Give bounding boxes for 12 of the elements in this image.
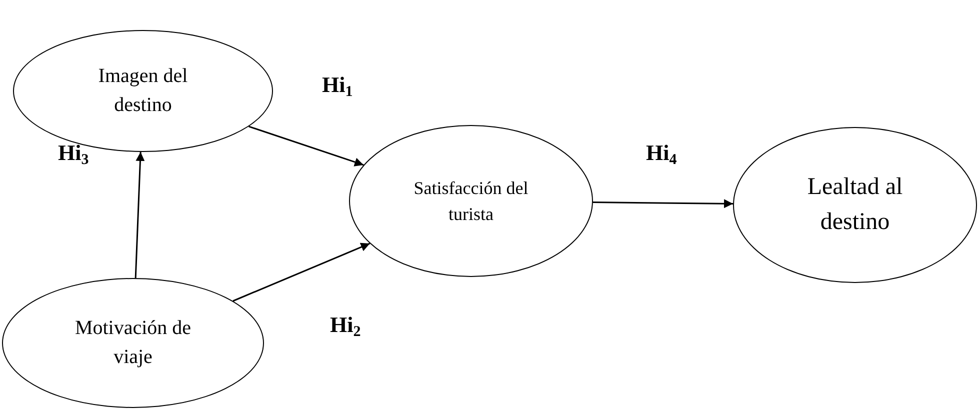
arrow: [248, 126, 364, 166]
node-label: Satisfacción del turista: [412, 176, 530, 226]
arrow: [592, 199, 734, 208]
node-label: Motivación de viaje: [74, 316, 192, 370]
arrow: [232, 242, 370, 302]
arrow: [134, 152, 145, 278]
node-label: Lealtad al destino: [806, 173, 904, 237]
edge-label: Hi$_{2}$: [330, 312, 361, 341]
node-label: Imagen del destino: [97, 64, 189, 118]
edge-label: Hi$_{4}$: [646, 140, 677, 169]
edge-label: Hi$_{3}$: [58, 140, 89, 169]
edge-label: Hi$_{1}$: [322, 72, 353, 101]
